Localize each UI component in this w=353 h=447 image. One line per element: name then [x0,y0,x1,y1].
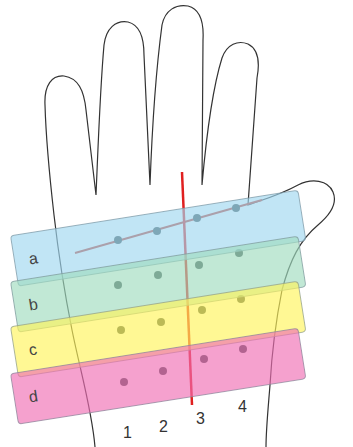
column-number: 2 [159,418,168,436]
column-number: 1 [123,424,132,442]
column-number: 3 [196,410,205,428]
band-letter: d [11,371,42,426]
column-number: 4 [238,398,247,416]
